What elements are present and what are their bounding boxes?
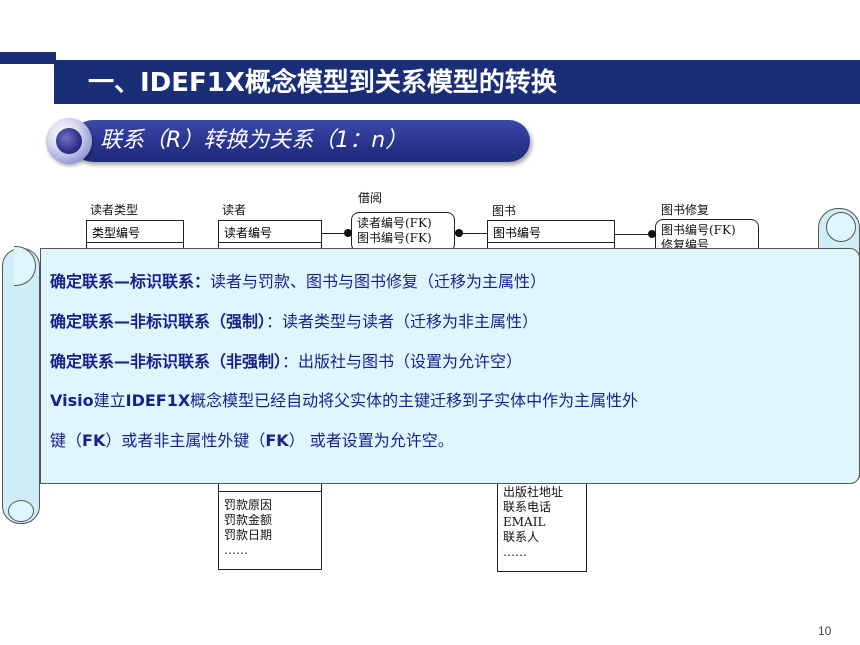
book-repair-key-1: 图书编号(FK)	[661, 223, 736, 237]
publisher-attr: EMAIL	[503, 515, 546, 529]
page-number: 10	[818, 624, 832, 638]
fine-attr: 罚款原因	[224, 498, 273, 512]
note-line-5-part4: FK	[265, 431, 289, 450]
publisher-attr: ……	[503, 545, 527, 559]
scroll-bottom-curl	[8, 500, 34, 522]
note-line-2-body: ：读者类型与读者（迁移为非主属性）	[266, 312, 539, 331]
publisher-attributes: 出版社地址 联系电话 EMAIL 联系人 ……	[498, 482, 568, 563]
borrow-key-1: 读者编号(FK)	[357, 216, 432, 230]
note-line-4: Visio建立IDEF1X概念模型已经自动将父实体的主键迁移到子实体中作为主属性…	[50, 387, 638, 411]
note-line-4-part2: 建立	[93, 391, 126, 410]
entity-keys-borrow: 读者编号(FK) 图书编号(FK)	[352, 213, 454, 249]
entity-label-borrow: 借阅	[358, 191, 383, 205]
slide-title: 一、IDEF1X概念模型到关系模型的转换	[88, 68, 557, 98]
connector-borrow-book	[455, 233, 487, 234]
subtitle-banner	[72, 120, 530, 162]
note-line-1-body: 读者与罚款、图书与图书修复（迁移为主属性）	[210, 272, 547, 291]
entity-key-reader: 读者编号	[219, 221, 321, 243]
note-line-5: 键（FK）或者非主属性外键（FK） 或者设置为允许空。	[50, 427, 454, 451]
note-scroll-panel	[40, 248, 860, 484]
title-bar	[54, 60, 860, 104]
note-line-2-head: 确定联系—非标识联系（强制）	[50, 312, 267, 331]
note-line-5-part3: ）或者非主属性外键（	[105, 431, 266, 450]
note-line-5-part5: ） 或者设置为允许空。	[288, 431, 454, 450]
connector-reader-borrow	[322, 233, 351, 234]
scroll-left-roll	[2, 248, 40, 524]
note-line-4-part1: Visio	[50, 391, 94, 410]
entity-box-borrow: 读者编号(FK) 图书编号(FK)	[351, 212, 455, 252]
bullet-sphere-core	[56, 128, 82, 154]
note-line-4-part4: 概念模型已经自动将父实体的主键迁移到子实体中作为主属性外	[190, 391, 639, 410]
connector-dot	[648, 230, 656, 238]
connector-dot	[455, 229, 463, 237]
borrow-key-2: 图书编号(FK)	[357, 231, 432, 245]
publisher-attr: 联系人	[503, 530, 540, 544]
entity-label-reader: 读者	[222, 203, 247, 217]
note-line-2: 确定联系—非标识联系（强制）：读者类型与读者（迁移为非主属性）	[50, 308, 538, 332]
scroll-right-curl	[826, 212, 856, 242]
connector-book-repair	[615, 234, 655, 235]
fine-attr: 罚款日期	[224, 528, 273, 542]
fine-attr: 罚款金额	[224, 513, 273, 527]
fine-attr: ……	[224, 543, 248, 557]
publisher-attr: 联系电话	[503, 500, 552, 514]
entity-label-book-repair: 图书修复	[661, 203, 710, 217]
publisher-attr: 出版社地址	[503, 485, 564, 499]
entity-key-book: 图书编号	[488, 221, 614, 243]
note-line-3-body: ：出版社与图书（设置为允许空）	[282, 352, 523, 371]
entity-label-reader-type: 读者类型	[90, 203, 139, 217]
entity-label-book: 图书	[492, 204, 517, 218]
note-line-5-part2: FK	[82, 431, 106, 450]
fine-key-divider	[218, 491, 322, 492]
connector-dot	[344, 229, 352, 237]
slide-subtitle: 联系（R）转换为关系（1：n）	[100, 128, 408, 153]
note-line-1-head: 确定联系—标识联系：	[50, 272, 211, 291]
note-line-1: 确定联系—标识联系：读者与罚款、图书与图书修复（迁移为主属性）	[50, 268, 546, 292]
fine-attributes: 罚款原因 罚款金额 罚款日期 ……	[219, 495, 277, 561]
title-bar-accent	[0, 52, 56, 64]
note-line-3-head: 确定联系—非标识联系（非强制）	[50, 352, 283, 371]
note-line-5-part1: 键（	[50, 431, 83, 450]
note-line-4-part3: IDEF1X	[125, 391, 191, 410]
entity-key-reader-type: 类型编号	[87, 221, 183, 243]
note-line-3: 确定联系—非标识联系（非强制）：出版社与图书（设置为允许空）	[50, 348, 522, 372]
